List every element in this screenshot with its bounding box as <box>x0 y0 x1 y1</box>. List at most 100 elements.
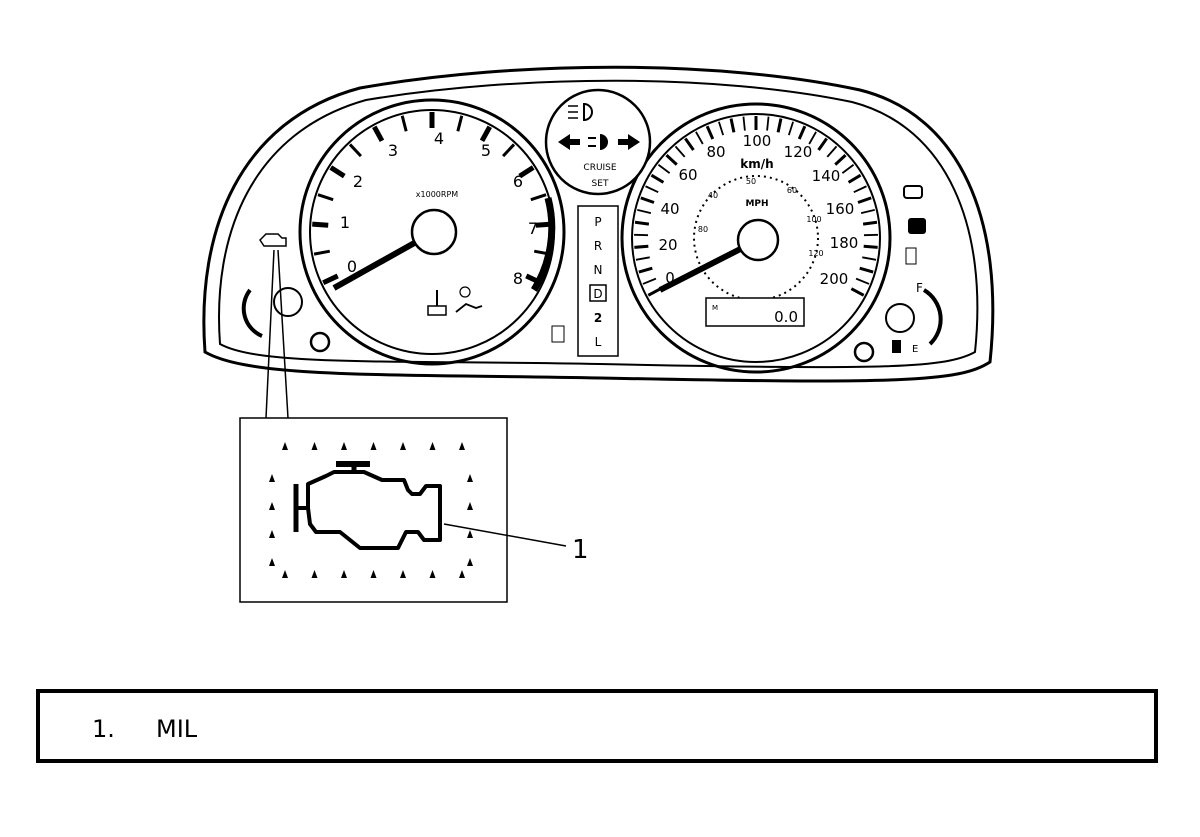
left-knob <box>273 287 303 317</box>
speed-tick-40 <box>850 287 865 297</box>
speed-tick-37 <box>862 256 877 261</box>
mil-ray-7 <box>282 570 288 578</box>
kmh-tick-label-40: 40 <box>660 200 679 218</box>
mil-ray-4 <box>400 442 406 450</box>
small-warning-icon <box>551 325 565 343</box>
mil-rays <box>269 442 473 578</box>
leader-line-left <box>265 249 275 419</box>
gear-l: L <box>595 335 602 349</box>
mil-ray-11 <box>400 570 406 578</box>
tach-redzone <box>531 197 556 292</box>
mph-tick-label-120: 120 <box>808 249 823 258</box>
mil-ray-21 <box>467 558 473 566</box>
mil-ray-3 <box>370 442 377 450</box>
speed-tick-16 <box>705 125 715 140</box>
tach-tick-0 <box>322 273 339 285</box>
mil-ray-16 <box>269 530 275 538</box>
gear-d: D <box>593 287 602 301</box>
mil-ray-19 <box>467 502 473 510</box>
speed-tick-18 <box>729 118 736 133</box>
mph-tick-label-60: 60 <box>787 186 797 195</box>
right-knob <box>885 303 915 333</box>
kmh-unit-label: km/h <box>740 157 773 171</box>
gear-2: 2 <box>594 311 602 325</box>
mil-ray-13 <box>459 570 465 578</box>
gear-r: R <box>594 239 602 253</box>
speed-tick-19 <box>742 116 746 131</box>
speed-tick-22 <box>776 118 783 133</box>
speed-tick-15 <box>695 131 704 145</box>
callout-number: 1 <box>572 535 589 565</box>
mil-ray-2 <box>341 442 347 450</box>
indicator-light-1 <box>903 185 923 199</box>
speed-tick-27 <box>826 145 838 158</box>
speed-tick-39 <box>855 277 870 285</box>
mil-ray-6 <box>459 442 465 450</box>
speed-tick-26 <box>817 137 828 151</box>
temp-warning-icon <box>427 290 447 316</box>
speed-tick-1 <box>642 277 657 285</box>
mil-ray-14 <box>269 474 275 482</box>
tach-tick-label-2: 2 <box>353 172 363 191</box>
speed-tick-30 <box>847 173 862 184</box>
mil-ray-1 <box>311 442 318 450</box>
turn-signal-left-icon <box>558 134 580 150</box>
kmh-tick-label-140: 140 <box>812 167 841 185</box>
mil-ray-8 <box>311 570 318 578</box>
speed-tick-21 <box>766 116 770 131</box>
headlight-icon <box>568 102 593 122</box>
speed-tick-3 <box>635 256 650 261</box>
kmh-tick-label-120: 120 <box>784 143 813 161</box>
odometer-prefix: M <box>712 304 718 312</box>
tachometer: 0 1 2 3 4 5 6 7 8 x1000RPM <box>298 98 566 366</box>
tach-tick-label-6: 6 <box>513 172 523 191</box>
oil-warning-icon <box>455 286 483 313</box>
mil-ray-18 <box>467 474 473 482</box>
check-engine-icon <box>306 470 442 550</box>
right-screw <box>853 341 875 363</box>
speed-tick-34 <box>862 220 878 226</box>
kmh-tick-label-180: 180 <box>830 234 859 252</box>
gear-n: N <box>594 263 603 277</box>
tach-tick-label-8: 8 <box>513 269 523 288</box>
callout-pointer-line <box>443 523 567 547</box>
tach-tick-10 <box>479 125 492 143</box>
speed-tick-11 <box>657 164 671 174</box>
tach-tick-12 <box>518 165 535 179</box>
speed-tick-4 <box>634 244 649 249</box>
speed-tick-6 <box>634 220 650 226</box>
mil-ray-9 <box>341 570 347 578</box>
instrument-cluster-diagram: 0 1 2 3 4 5 6 7 8 x1000RPM 0 20 40 60 80… <box>202 65 995 603</box>
speed-tick-9 <box>645 185 659 194</box>
mil-ray-20 <box>467 530 473 538</box>
kmh-tick-label-0: 0 <box>665 269 675 287</box>
speed-tick-33 <box>860 209 875 215</box>
mph-tick-label-80: 80 <box>698 225 708 234</box>
tach-tick-label-3: 3 <box>388 141 398 160</box>
temperature-gauge-arc <box>241 288 263 338</box>
fuel-gauge-arc <box>922 288 943 346</box>
tach-tick-9 <box>456 115 464 132</box>
cluster-housing-inner <box>218 79 979 369</box>
right-cluster-area: F E <box>853 185 943 363</box>
speedometer: 0 20 40 60 80 100 120 140 160 180 200 km… <box>620 102 892 374</box>
speed-tick-25 <box>808 131 817 145</box>
cluster-housing-outer <box>202 65 995 383</box>
mph-unit-label: MPH <box>745 199 768 209</box>
mph-tick-label-100: 100 <box>806 215 821 224</box>
indicator-light-3 <box>905 247 917 265</box>
cruise-indicator: CRUISE <box>583 163 616 173</box>
mil-ray-10 <box>370 570 377 578</box>
speed-tick-7 <box>637 209 652 215</box>
speed-tick-28 <box>834 154 847 166</box>
gear-p: P <box>594 215 601 229</box>
mph-tick-label-50: 50 <box>746 177 756 186</box>
high-beam-icon <box>588 134 608 150</box>
speed-tick-38 <box>859 266 874 274</box>
speed-tick-0 <box>647 287 662 297</box>
tach-unit-label: x1000RPM <box>416 190 458 199</box>
indicator-light-2 <box>908 218 926 234</box>
mil-ray-5 <box>429 442 436 450</box>
speed-tick-17 <box>718 121 725 136</box>
speed-tick-12 <box>665 154 678 166</box>
